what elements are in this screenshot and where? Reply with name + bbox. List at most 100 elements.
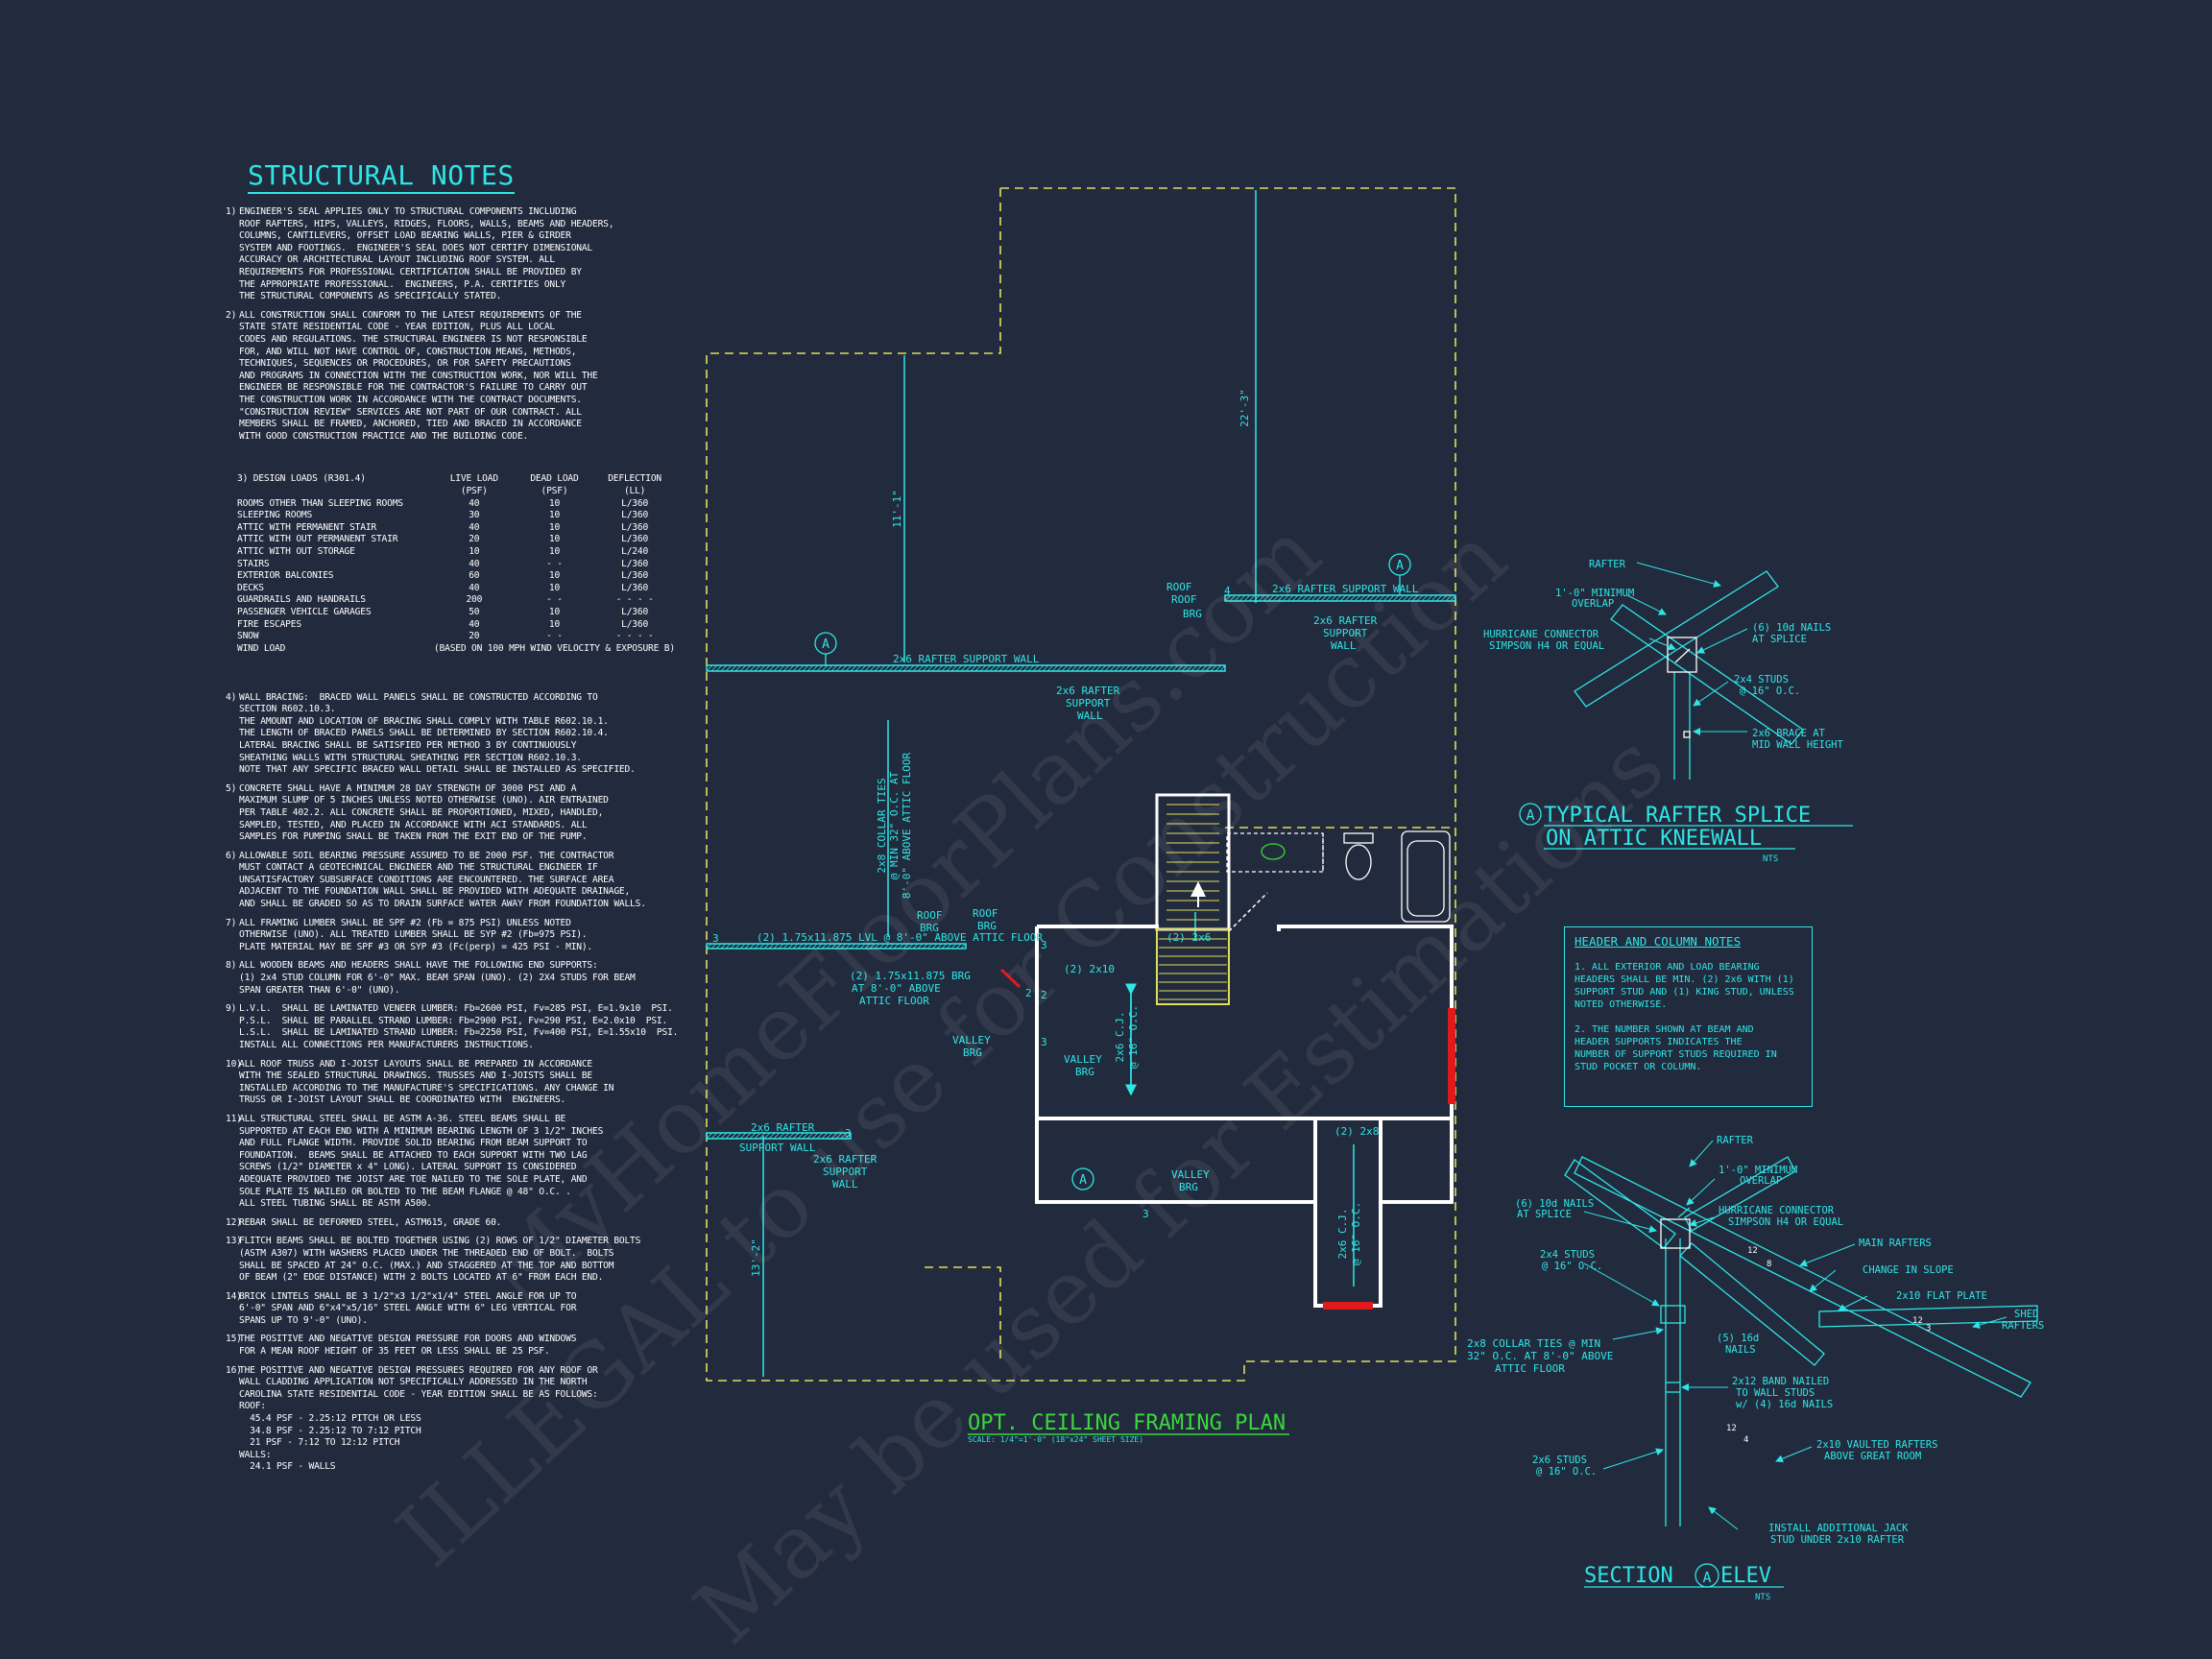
sec-nails-2: AT SPLICE [1517, 1209, 1572, 1220]
sec-band-3: w/ (4) 16d NAILS [1736, 1399, 1833, 1410]
windows [1323, 1008, 1455, 1310]
rafter-support-top-1: 2x6 RAFTER [1313, 614, 1378, 627]
dimension-lines [762, 190, 1355, 1377]
structural-note: 9)L.V.L. SHALL BE LAMINATED VENEER LUMBE… [226, 1003, 706, 1051]
splice-brace-1: 2x6 BRACE AT [1752, 728, 1826, 739]
splice-studs-2: @ 16" O.C. [1740, 685, 1800, 697]
structural-note: 12)REBAR SHALL BE DEFORMED STEEL, ASTM61… [226, 1217, 706, 1230]
note-number: 8) [226, 960, 237, 972]
note-number: 14) [226, 1290, 242, 1302]
sec-studs-2: @ 16" O.C. [1542, 1261, 1602, 1272]
lvl-beam-label: (2) 1.75x11.875 LVL @ 8'-0" ABOVE ATTIC … [757, 931, 1043, 944]
unit-live: (PSF) [460, 486, 488, 497]
valley-bottom-a: VALLEY [1171, 1168, 1210, 1181]
sec-nails16-1: (5) 16d [1717, 1333, 1759, 1344]
collar-ties-label-3: 8'-0" ABOVE ATTIC FLOOR [901, 752, 913, 899]
col-deflection: DEFLECTION [608, 473, 661, 485]
sec-jack-2: STUD UNDER 2x10 RAFTER [1770, 1534, 1905, 1546]
load-cell-defl: - - - - [615, 594, 654, 606]
load-cell-dead: 10 [548, 497, 561, 509]
cj-label-2: @ 16" O.C. [1127, 1005, 1140, 1069]
support-3-a: 3 [712, 932, 719, 945]
load-cell-live: 200 [466, 594, 483, 606]
note-number: 10) [226, 1058, 242, 1070]
cj-lower-2: @ 16" O.C. [1350, 1202, 1362, 1265]
note-text: THE POSITIVE AND NEGATIVE DESIGN PRESSUR… [239, 1364, 598, 1473]
load-cell-name: EXTERIOR BALCONIES [237, 570, 334, 582]
rafter-support-wall-label: 2x6 RAFTER SUPPORT WALL [893, 653, 1040, 665]
valley-right-b: BRG [1075, 1066, 1094, 1078]
left-support-4: SUPPORT [823, 1166, 868, 1178]
load-cell-dead: 10 [548, 521, 561, 533]
design-loads-table: 3) DESIGN LOADS (R301.4) LIVE LOAD DEAD … [237, 473, 675, 655]
wind-load-text: (BASED ON 100 MPH WIND VELOCITY & EXPOSU… [434, 642, 675, 654]
pitch-8: 8 [1767, 1260, 1771, 1269]
plan-scale: SCALE: 1/4"=1'-0" (18"x24" SHEET SIZE) [968, 1435, 1143, 1444]
load-cell-live: 20 [469, 534, 480, 545]
support-4: 4 [1224, 585, 1231, 597]
note-text: WALL BRACING: BRACED WALL PANELS SHALL B… [239, 691, 636, 776]
wind-load-label: WIND LOAD [237, 642, 286, 654]
structural-note: 14)BRICK LINTELS SHALL BE 3 1/2"x3 1/2"x… [226, 1291, 706, 1328]
cj-label: 2x6 C.J. [1114, 1012, 1126, 1063]
header-notes-title: HEADER AND COLUMN NOTES [1575, 934, 1742, 949]
splice-nails-1: (6) 10d NAILS [1752, 622, 1831, 634]
collar-bottom-1: 2x8 COLLAR TIES @ MIN [1467, 1337, 1600, 1350]
load-cell-live: 40 [469, 618, 480, 630]
load-cell-name: FIRE ESCAPES [237, 618, 301, 630]
sec-change-slope: CHANGE IN SLOPE [1863, 1264, 1954, 1276]
note-number: 5) [226, 782, 237, 794]
note-text: ALL ROOF TRUSS AND I-JOIST LAYOUTS SHALL… [239, 1058, 614, 1106]
splice-nts: NTS [1763, 854, 1778, 864]
note-number: 7) [226, 917, 237, 928]
splice-hurricane-1: HURRICANE CONNECTOR [1483, 629, 1599, 640]
red-tick-left [999, 968, 1022, 989]
load-cell-dead: 10 [548, 582, 561, 593]
load-cell-live: 10 [469, 546, 480, 558]
load-cell-dead: 10 [548, 607, 561, 617]
lvl-callout-2: AT 8'-0" ABOVE [852, 982, 941, 995]
splice-nails-2: AT SPLICE [1752, 634, 1807, 645]
note-text: ENGINEER'S SEAL APPLIES ONLY TO STRUCTUR… [239, 206, 614, 302]
load-cell-dead: - - [546, 558, 563, 569]
note-text: FLITCH BEAMS SHALL BE BOLTED TOGETHER US… [239, 1236, 641, 1284]
structural-note: 1)ENGINEER'S SEAL APPLIES ONLY TO STRUCT… [226, 206, 706, 303]
sec-vaulted-2: ABOVE GREAT ROOM [1824, 1451, 1921, 1462]
structural-note: 6)ALLOWABLE SOIL BEARING PRESSURE ASSUME… [226, 851, 706, 911]
load-cell-live: 60 [469, 570, 480, 582]
section-title-a: SECTION [1584, 1564, 1673, 1588]
sec-rafter: RAFTER [1717, 1135, 1754, 1146]
load-cell-dead: 10 [548, 570, 561, 582]
load-cell-name: SNOW [237, 631, 259, 642]
rafter-support-mid-1: 2x6 RAFTER [1056, 685, 1120, 697]
splice-studs-1: 2x4 STUDS [1734, 674, 1789, 685]
rafter-support-mid-2: SUPPORT [1066, 697, 1111, 709]
header-note-1: 1. ALL EXTERIOR AND LOAD BEARING HEADERS… [1575, 962, 1794, 1010]
sec-studs6-2: @ 16" O.C. [1536, 1466, 1597, 1478]
note-number: 1) [226, 206, 237, 217]
support-3-d: 3 [1142, 1208, 1149, 1220]
load-cell-defl: L/360 [621, 558, 649, 569]
valley-right-a: VALLEY [1064, 1053, 1102, 1066]
pitch-3: 3 [1926, 1324, 1931, 1334]
roof-brg-d: BRG [920, 922, 939, 934]
structural-note: 15)THE POSITIVE AND NEGATIVE DESIGN PRES… [226, 1334, 706, 1358]
lvl-callout-3: ATTIC FLOOR [859, 995, 929, 1007]
load-cell-dead: 10 [548, 534, 561, 545]
sec-overlap-2: OVERLAP [1740, 1175, 1782, 1187]
cj-lower: 2x6 C.J. [1336, 1209, 1349, 1260]
sec-overlap-1: 1'-0" MINIMUM [1719, 1165, 1797, 1176]
load-cell-name: DECKS [237, 582, 264, 593]
left-support-5: WALL [832, 1178, 858, 1190]
note-number: 4) [226, 691, 237, 703]
roof-brg-c: ROOF [917, 909, 943, 922]
load-cell-defl: L/360 [621, 510, 649, 521]
load-cell-live: 40 [469, 582, 480, 593]
note-number: 2) [226, 309, 237, 321]
